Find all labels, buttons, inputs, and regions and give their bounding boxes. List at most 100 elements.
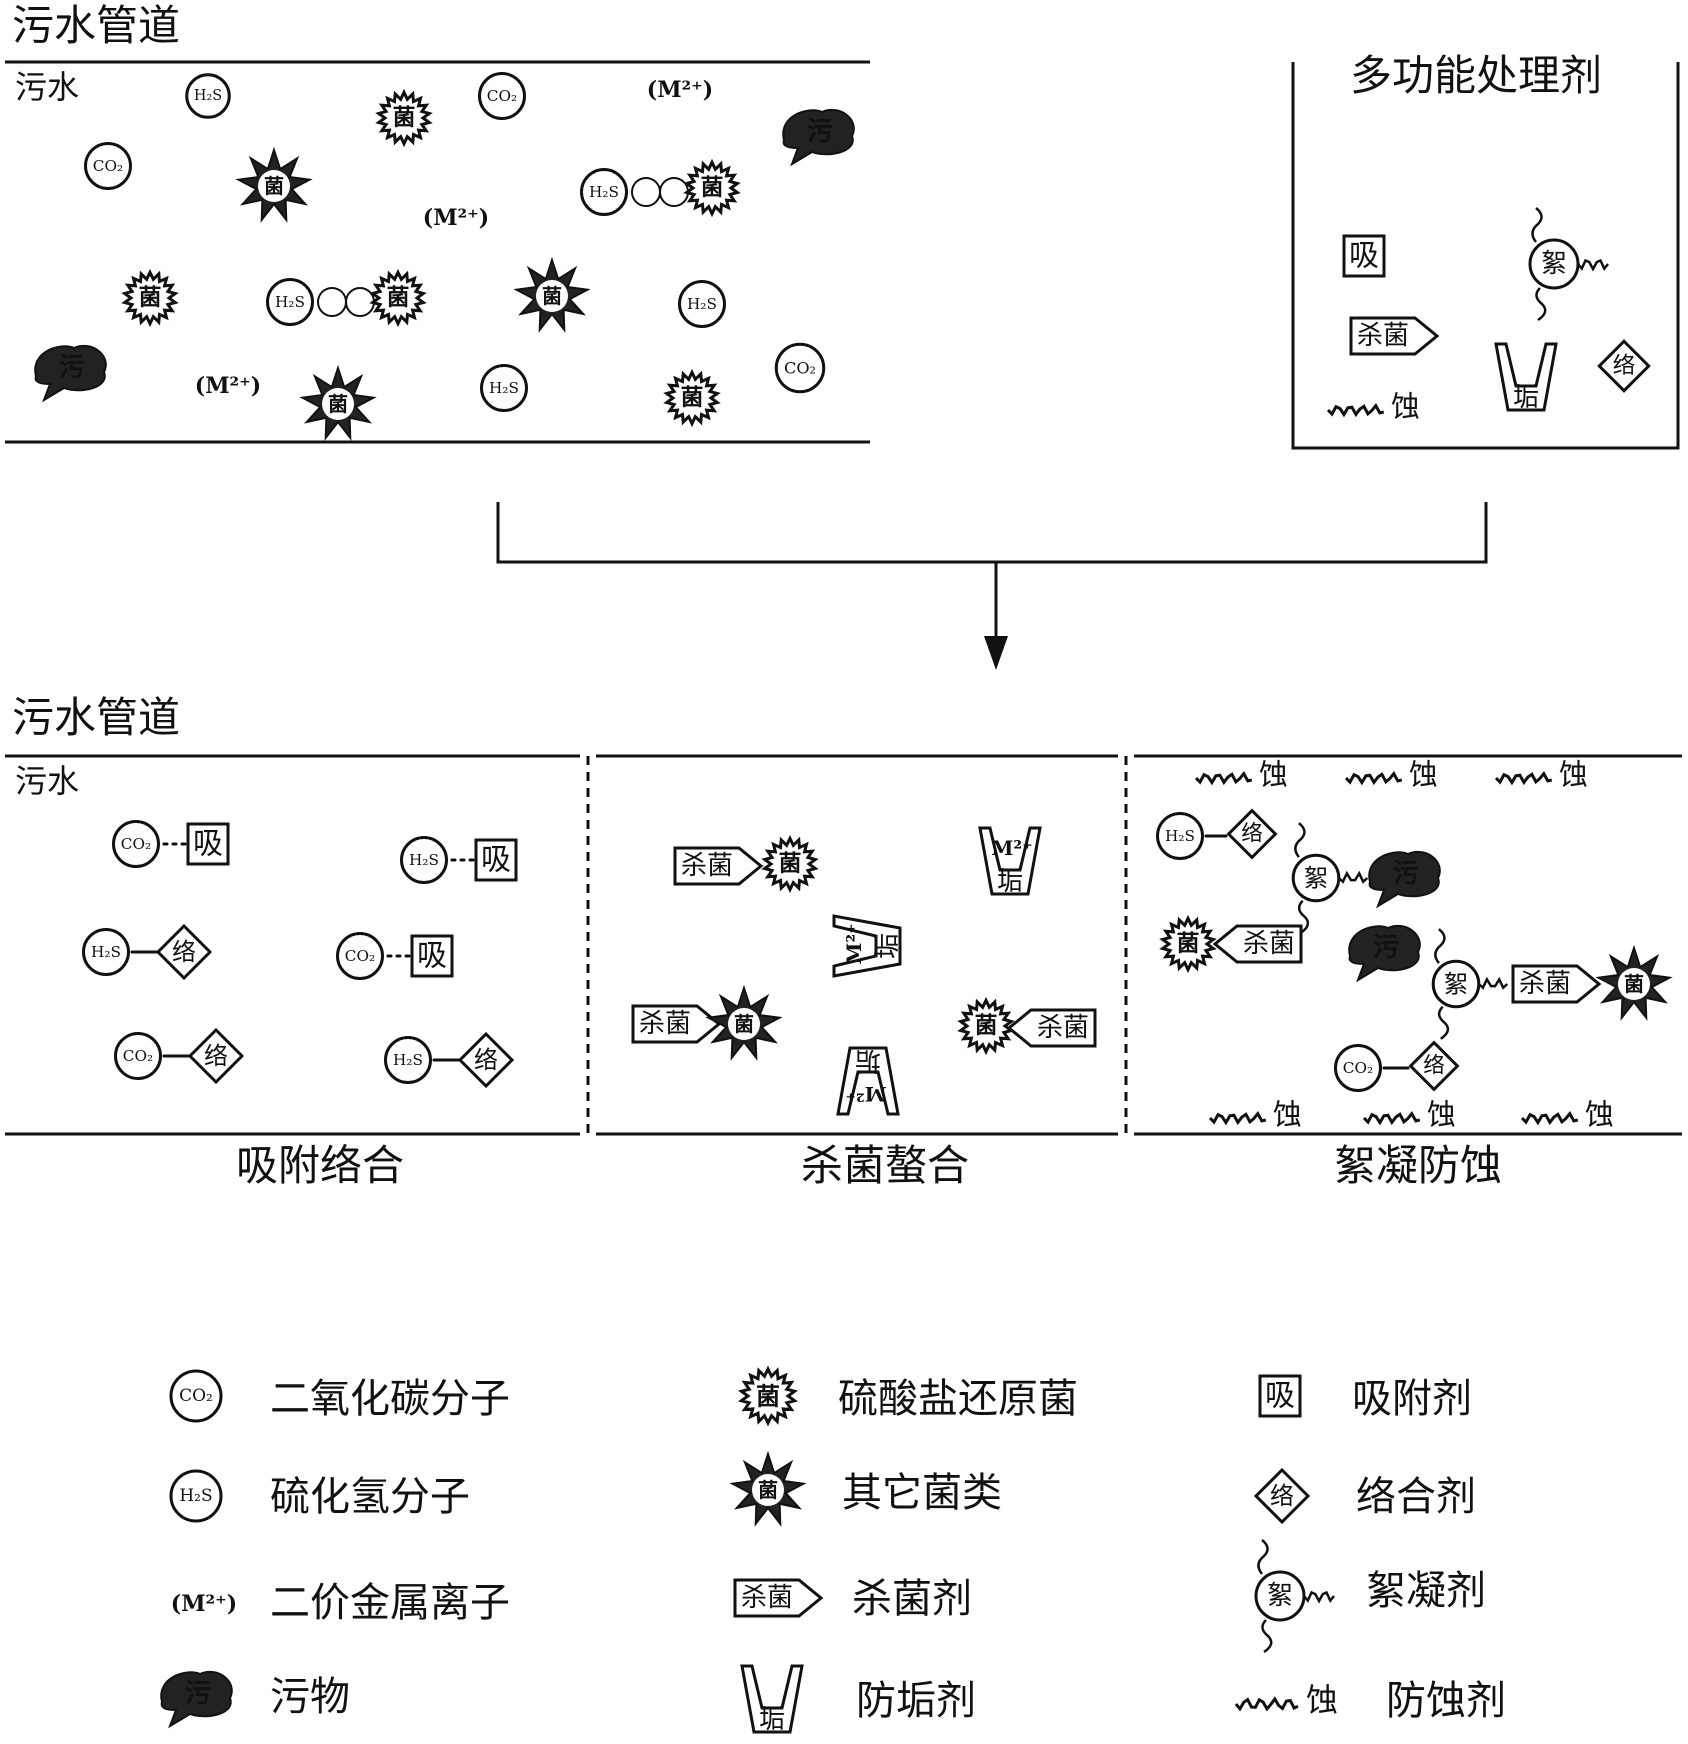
anticorrosion-label: 蚀 xyxy=(1559,757,1588,791)
h2s-icon: H₂S xyxy=(678,280,726,328)
pollutant-label: 污 xyxy=(185,1679,211,1709)
bactericide-icon: 杀菌 xyxy=(1212,924,1303,964)
h2s-label: H₂S xyxy=(194,88,222,104)
other-bacteria-icon: 菌 xyxy=(299,364,377,441)
adsorbent-icon: 吸 xyxy=(1342,234,1386,278)
adsorbent-icon: 吸 xyxy=(1258,1374,1302,1418)
srb-label: 菌 xyxy=(681,385,704,411)
pollutant-label: 污 xyxy=(1393,859,1419,889)
bactericide-label: 杀菌 xyxy=(1357,321,1409,351)
legend-item: 垢防垢剂 xyxy=(740,1664,976,1735)
co2-label: CO₂ xyxy=(121,835,151,853)
legend-label: 络合剂 xyxy=(1356,1474,1476,1520)
anticorrosion-icon: 蚀 xyxy=(1494,757,1588,791)
other-bacteria-label: 菌 xyxy=(264,174,284,198)
legend-label: 杀菌剂 xyxy=(852,1576,972,1622)
legend-label: 其它菌类 xyxy=(842,1470,1002,1516)
antiscale-icon: 垢M²⁺ xyxy=(832,914,903,978)
merge-arrow-head xyxy=(984,636,1008,670)
legend-label: 硫酸盐还原菌 xyxy=(838,1376,1078,1422)
h2s-label: H₂S xyxy=(275,293,305,311)
adsorbent-icon: 吸 xyxy=(410,934,454,978)
co2-label: CO₂ xyxy=(487,87,517,105)
flocculant-icon: 絮 xyxy=(1291,822,1369,934)
complexing-agent-icon: 络 xyxy=(1253,1467,1311,1525)
srb-icon: 菌 xyxy=(683,158,741,218)
pollutant-icon: 污 xyxy=(1348,925,1421,983)
h2s-label: H₂S xyxy=(91,943,121,961)
adsorbent-label: 吸 xyxy=(193,827,223,862)
srb-icon: 菌 xyxy=(1159,914,1217,974)
anticorrosion-label: 蚀 xyxy=(1409,757,1438,791)
anticorrosion-label: 蚀 xyxy=(1585,1097,1614,1131)
srb-label: 菌 xyxy=(701,175,724,201)
adsorbent-icon: 吸 xyxy=(474,838,518,882)
legend-label: 二价金属离子 xyxy=(270,1580,510,1626)
adsorbent-label: 吸 xyxy=(481,843,511,878)
antiscale-label: 垢 xyxy=(759,1705,785,1735)
h2s-label: H₂S xyxy=(687,295,717,313)
h2s-icon: H₂S xyxy=(185,73,231,119)
anticorrosion-icon: 蚀 xyxy=(1326,389,1420,423)
agent-box-contents: 吸絮杀菌垢络蚀 xyxy=(1326,207,1651,423)
anticorrosion-icon: 蚀 xyxy=(1344,757,1438,791)
co2-icon: CO₂ xyxy=(114,1032,162,1080)
co2-icon: CO₂ xyxy=(169,1369,223,1423)
complexing-agent-label: 络 xyxy=(172,938,196,966)
srb-icon: 菌 xyxy=(663,368,721,428)
metal-ion-label: (M²⁺) xyxy=(171,1591,237,1617)
co2-label: CO₂ xyxy=(179,1386,213,1406)
legend-label: 二氧化碳分子 xyxy=(270,1376,510,1422)
metal-ion-icon: (M²⁺) xyxy=(647,77,713,103)
link-ring xyxy=(631,177,661,207)
srb-icon: 菌 xyxy=(375,88,433,148)
link-ring xyxy=(345,287,375,317)
complexing-agent-label: 络 xyxy=(1423,1054,1445,1079)
bactericide-icon: 杀菌 xyxy=(1511,964,1602,1004)
antiscale-icon: 垢M²⁺ xyxy=(836,1045,900,1116)
bactericide-label: 杀菌 xyxy=(1037,1013,1089,1043)
h2s-icon: H₂S xyxy=(82,928,130,976)
anticorrosion-label: 蚀 xyxy=(1259,757,1288,791)
bactericide-icon: 杀菌 xyxy=(1006,1008,1097,1048)
legend-item: 污污物 xyxy=(160,1671,350,1729)
complexing-agent-label: 络 xyxy=(1241,822,1263,847)
chelated-metal-label: M²⁺ xyxy=(991,836,1032,860)
legend-item: 絮 絮凝剂 xyxy=(1254,1539,1486,1654)
other-bacteria-label: 菌 xyxy=(1624,972,1644,996)
h2s-icon: H₂S xyxy=(1156,812,1204,860)
link-ring xyxy=(659,177,689,207)
other-bacteria-label: 菌 xyxy=(734,1012,754,1036)
anticorrosion-label: 蚀 xyxy=(1273,1097,1302,1131)
other-bacteria-label: 菌 xyxy=(542,284,562,308)
co2-icon: CO₂ xyxy=(336,932,384,980)
pollutant-icon: 污 xyxy=(160,1671,233,1729)
complexing-agent-icon: 络 xyxy=(1597,339,1651,393)
h2s-label: H₂S xyxy=(393,1051,423,1069)
flocculant-label: 絮 xyxy=(1444,970,1469,999)
pollutant-icon: 污 xyxy=(782,109,855,167)
srb-icon: 菌 xyxy=(121,268,179,328)
bactericide-icon: 杀菌 xyxy=(733,1578,824,1618)
bactericide-label: 杀菌 xyxy=(639,1009,691,1039)
srb-label: 菌 xyxy=(975,1013,998,1039)
adsorbent-label: 吸 xyxy=(1349,239,1379,274)
legend-label: 絮凝剂 xyxy=(1366,1568,1486,1614)
co2-icon: CO₂ xyxy=(774,342,826,394)
other-bacteria-icon: 菌 xyxy=(513,256,591,333)
co2-icon: CO₂ xyxy=(1334,1044,1382,1092)
bottom-pipe-title: 污水管道 xyxy=(12,693,180,742)
flocculant-label: 絮 xyxy=(1267,1581,1293,1611)
legend-label: 防蚀剂 xyxy=(1386,1678,1506,1724)
anticorrosion-icon: 蚀 xyxy=(1234,1681,1338,1719)
co2-label: CO₂ xyxy=(784,359,816,378)
complexing-agent-label: 络 xyxy=(204,1042,228,1070)
complexing-agent-icon: 络 xyxy=(457,1031,515,1089)
complexing-agent-icon: 络 xyxy=(1408,1040,1460,1092)
complexing-agent-icon: 络 xyxy=(1226,808,1278,860)
srb-label: 菌 xyxy=(756,1382,780,1411)
anticorrosion-label: 蚀 xyxy=(1391,389,1420,423)
bactericide-icon: 杀菌 xyxy=(1349,316,1440,356)
